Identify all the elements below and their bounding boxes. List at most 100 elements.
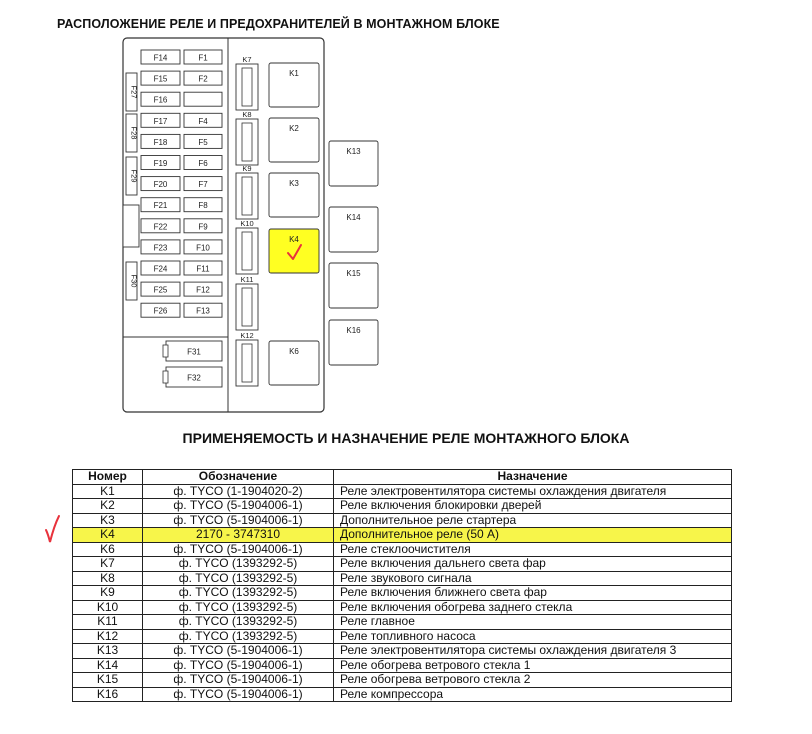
cell-number: K10 bbox=[72, 599, 143, 615]
relay-label: K1 bbox=[289, 69, 299, 78]
cell-number: K3 bbox=[72, 512, 143, 528]
small-relay-label: K7 bbox=[242, 55, 251, 64]
cell-number: K9 bbox=[72, 585, 143, 601]
cell-designation: ф. TYCO (1393292-5) bbox=[142, 570, 334, 586]
cell-number: K8 bbox=[72, 570, 143, 586]
relay-label: K6 bbox=[289, 347, 299, 356]
fuse-label: F1 bbox=[198, 54, 208, 63]
fuse-label: F23 bbox=[154, 243, 168, 252]
side-fuse-slot bbox=[125, 261, 138, 301]
cell-number: K12 bbox=[72, 628, 143, 644]
cell-designation: ф. TYCO (5-1904006-1) bbox=[142, 657, 334, 673]
relay-label: K16 bbox=[346, 326, 361, 335]
fuse-label: F22 bbox=[154, 222, 168, 231]
cell-number: K6 bbox=[72, 541, 143, 557]
cell-number: K1 bbox=[72, 483, 143, 499]
fuse-label: F5 bbox=[198, 138, 208, 147]
small-relay-socket bbox=[241, 122, 253, 162]
cell-designation: ф. TYCO (1393292-5) bbox=[142, 614, 334, 630]
cell-designation: ф. TYCO (1-1904020-2) bbox=[142, 483, 334, 499]
small-relay-label: K9 bbox=[242, 164, 251, 173]
fuse-label: F20 bbox=[154, 180, 168, 189]
cell-purpose: Реле звукового сигнала bbox=[333, 570, 732, 586]
cell-purpose: Реле стеклоочистителя bbox=[333, 541, 732, 557]
fuse-label: F17 bbox=[154, 117, 168, 126]
cell-designation: ф. TYCO (5-1904006-1) bbox=[142, 643, 334, 659]
margin-check-mark-icon bbox=[45, 515, 60, 543]
fuse-slot bbox=[140, 112, 181, 128]
fuse-slot bbox=[183, 155, 223, 170]
fuse-slot bbox=[183, 260, 223, 276]
fuse-label: F18 bbox=[154, 138, 168, 147]
fuse-slot bbox=[183, 133, 223, 149]
small-relay-socket bbox=[241, 287, 253, 327]
fuse-slot bbox=[183, 302, 223, 318]
small-relay-label: K12 bbox=[240, 331, 253, 340]
relay-label: K2 bbox=[289, 124, 299, 133]
relay-slot bbox=[328, 319, 379, 366]
fuse-label: F11 bbox=[196, 265, 210, 274]
relay-slot bbox=[268, 117, 320, 163]
cell-number: K2 bbox=[72, 498, 143, 514]
relay-label: K13 bbox=[346, 147, 361, 156]
fuse-label: F21 bbox=[154, 201, 168, 210]
relay-slot bbox=[268, 172, 320, 218]
cell-number: K4 bbox=[72, 527, 143, 543]
fuse-slot bbox=[183, 91, 223, 107]
fuse-slot bbox=[183, 176, 223, 192]
cell-purpose: Реле компрессора bbox=[333, 686, 732, 702]
side-fuse-slot bbox=[125, 156, 138, 196]
fuse-slot bbox=[140, 197, 181, 213]
cell-designation: ф. TYCO (5-1904006-1) bbox=[142, 512, 334, 528]
side-fuse-label: F29 bbox=[130, 170, 139, 183]
fuse-slot bbox=[140, 281, 181, 297]
cell-number: K7 bbox=[72, 556, 143, 572]
fuse-slot bbox=[140, 133, 181, 149]
fuse-label: F9 bbox=[198, 222, 208, 231]
cell-designation: ф. TYCO (1393292-5) bbox=[142, 585, 334, 601]
cell-designation: ф. TYCO (5-1904006-1) bbox=[142, 672, 334, 688]
maxi-fuse-tab bbox=[162, 370, 169, 384]
cell-number: K11 bbox=[72, 614, 143, 630]
relay-slot bbox=[268, 340, 320, 386]
small-relay-label: K8 bbox=[242, 110, 251, 119]
header-designation: Обозначение bbox=[142, 469, 334, 485]
fuse-label: F16 bbox=[154, 96, 168, 105]
table-header-row: Номер Обозначение Назначение bbox=[72, 469, 732, 485]
layout-title: РАСПОЛОЖЕНИЕ РЕЛЕ И ПРЕДОХРАНИТЕЛЕЙ В МО… bbox=[57, 17, 500, 31]
fuse-label: F8 bbox=[198, 201, 208, 210]
relay-label: K14 bbox=[346, 213, 361, 222]
cell-purpose: Реле включения дальнего света фар bbox=[333, 556, 732, 572]
cell-purpose: Реле включения обогрева заднего стекла bbox=[333, 599, 732, 615]
fuse-slot bbox=[140, 218, 181, 234]
cell-purpose: Реле включения блокировки дверей bbox=[333, 498, 732, 514]
maxi-fuse-tab bbox=[162, 344, 169, 358]
fuse-slot bbox=[183, 112, 223, 128]
fuse-label: F4 bbox=[198, 117, 208, 126]
cell-designation: ф. TYCO (1393292-5) bbox=[142, 599, 334, 615]
fuse-slot bbox=[140, 239, 181, 255]
fuse-label: F14 bbox=[154, 54, 168, 63]
small-relay-socket bbox=[241, 231, 253, 271]
cell-purpose: Дополнительное реле (50 А) bbox=[333, 527, 732, 543]
side-fuse-label: F27 bbox=[130, 86, 139, 99]
side-fuse-slot bbox=[125, 113, 138, 153]
side-fuse-slot bbox=[125, 72, 138, 112]
fuse-label: F6 bbox=[198, 159, 208, 168]
fuse-slot bbox=[183, 49, 223, 65]
fuse-slot bbox=[140, 155, 181, 170]
fuse-slot bbox=[183, 70, 223, 86]
fuse-slot bbox=[140, 91, 181, 107]
cell-purpose: Реле обогрева ветрового стекла 2 bbox=[333, 672, 732, 688]
fuse-slot bbox=[140, 176, 181, 192]
fuse-slot bbox=[183, 239, 223, 255]
